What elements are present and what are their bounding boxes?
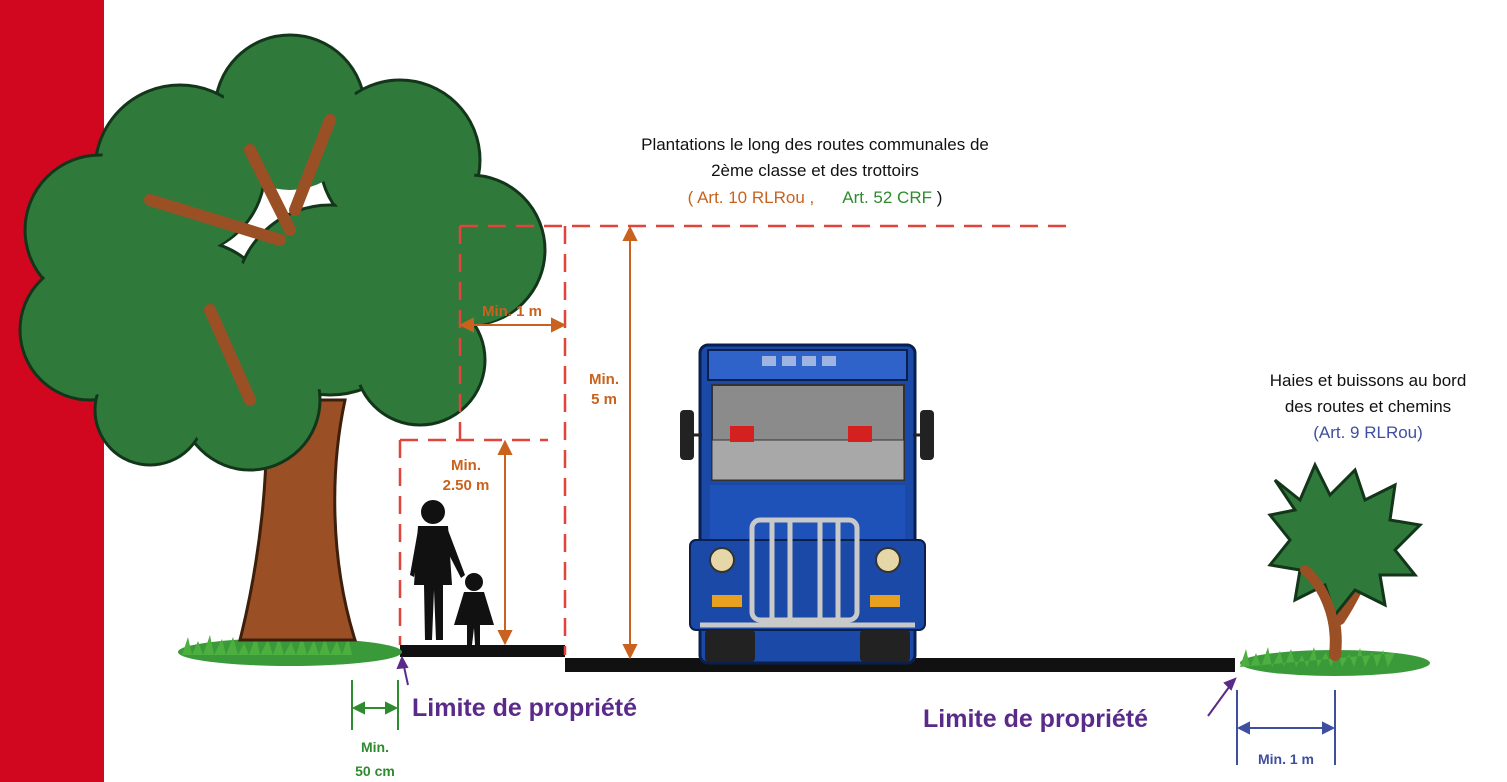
clearance-lines	[398, 224, 1072, 655]
min-250-label-line-2: 2.50 m	[443, 477, 490, 494]
grass-left-icon	[178, 635, 402, 666]
hedge-title-line-2: des routes et chemins	[1285, 397, 1451, 416]
min-50cm-label-line-1: Min.	[361, 739, 389, 755]
hedge-reference: (Art. 9 RLRou)	[1313, 423, 1423, 442]
bush-icon	[1267, 461, 1424, 661]
title-line-1: Plantations le long des routes communale…	[641, 135, 989, 154]
dimension-arrows	[458, 225, 638, 660]
hedge-title-line-1: Haies et buissons au bord	[1270, 371, 1467, 390]
min-50cm-label-line-2: 50 cm	[355, 763, 395, 779]
min-5m-label-line-2: 5 m	[591, 391, 617, 408]
min-5m-label-line-1: Min.	[589, 371, 619, 388]
truck-icon	[680, 343, 934, 665]
min-1m-hedge-arrow	[1236, 690, 1336, 765]
property-limit-right: Limite de propriété	[923, 705, 1148, 733]
min-250-label-line-1: Min.	[451, 457, 481, 474]
title-references: ( Art. 10 RLRou ,Art. 52 CRF )	[688, 188, 943, 207]
min-1m-hedge-label: Min. 1 m	[1258, 751, 1314, 767]
min-1m-top-label: Min. 1 m	[482, 303, 542, 320]
sidewalk	[400, 645, 565, 657]
pedestrians-icon	[410, 500, 494, 645]
min-50cm-arrow	[351, 680, 399, 730]
property-pointers	[396, 655, 1237, 717]
title-line-2: 2ème classe et des trottoirs	[711, 161, 919, 180]
tree-icon	[18, 33, 547, 642]
grass-right-icon	[1240, 647, 1430, 676]
property-limit-left: Limite de propriété	[412, 694, 637, 722]
